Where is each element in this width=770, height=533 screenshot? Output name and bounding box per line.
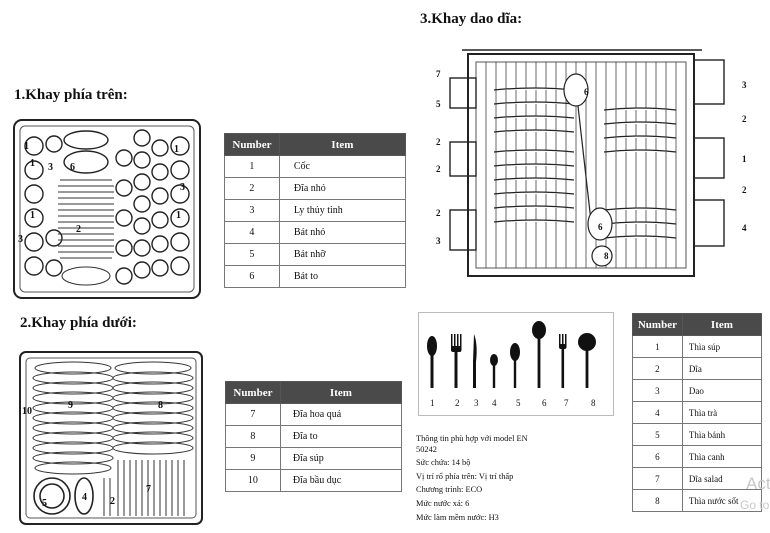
upper-label: 1 [24, 141, 29, 152]
cutlery-label: 6 [598, 222, 603, 232]
lower-label: 8 [158, 400, 163, 411]
upper-label: 1 [174, 144, 179, 155]
table-header: Number [224, 133, 280, 156]
upper-label: 2 [76, 224, 81, 235]
cutlery-number: 1 [430, 398, 435, 408]
activation-watermark-line2: Go to [740, 498, 770, 512]
info-line: Sức chứa: 14 bộ [416, 458, 471, 468]
cutlery-number: 3 [474, 398, 479, 408]
upper-label: 1 [176, 210, 181, 221]
upper-label: 3 [48, 162, 53, 173]
cutlery-label: 5 [436, 99, 441, 109]
lower-label: 7 [146, 484, 151, 495]
cutlery-number: 6 [542, 398, 547, 408]
cutlery-number: 8 [591, 398, 596, 408]
cutlery-label: 3 [436, 236, 441, 246]
cutlery-label: 2 [742, 114, 747, 124]
lower-rack-title: 2.Khay phía dưới: [20, 315, 137, 331]
cutlery-label: 2 [436, 208, 441, 218]
cutlery-number: 5 [516, 398, 521, 408]
info-line: 50242 [416, 444, 437, 454]
table-header: Number [225, 381, 281, 404]
table-header: Item [278, 133, 407, 156]
cutlery-label: 6 [584, 87, 589, 97]
info-line: Thông tin phù hợp với model EN [416, 434, 528, 443]
cutlery-label: 2 [742, 185, 747, 195]
table-header: Number [632, 313, 683, 336]
cutlery-label: 7 [436, 69, 441, 79]
upper-label: 1 [30, 210, 35, 221]
lower-label: 9 [68, 400, 73, 411]
info-line: Mức làm mềm nước: H3 [416, 512, 499, 522]
cutlery-items-figure [418, 312, 614, 416]
info-line: Vị trí rổ phía trên: Vị trí thấp [416, 471, 514, 481]
info-line: Chương trình: ECO [416, 485, 483, 495]
cutlery-label: 8 [604, 251, 609, 261]
lower-label: 4 [82, 492, 87, 503]
cutlery-number: 4 [492, 398, 497, 408]
cutlery-number: 7 [564, 398, 569, 408]
upper-rack-diagram: 1 1 3 6 1 2 1 3 1 3 [13, 119, 201, 299]
lower-rack-diagram: 10 9 8 5 4 2 7 [19, 351, 203, 525]
upper-label: 1 [30, 158, 35, 169]
lower-label: 5 [42, 498, 47, 509]
cutlery-rack-diagram: 7 5 2 2 2 3 6 6 8 3 2 1 2 4 [436, 49, 747, 277]
upper-label: 3 [180, 182, 185, 193]
cutlery-label: 1 [742, 154, 747, 164]
cutlery-label: 2 [436, 137, 441, 147]
cutlery-rack-title: 3.Khay dao dĩa: [420, 11, 523, 27]
table-header: Item [681, 313, 763, 336]
lower-label: 10 [22, 406, 32, 417]
cutlery-label: 2 [436, 164, 441, 174]
upper-label: 6 [70, 162, 75, 173]
cutlery-number: 2 [455, 398, 460, 408]
cutlery-label: 4 [742, 223, 747, 233]
upper-label: 3 [18, 234, 23, 245]
activation-watermark-line1: Acti [746, 474, 770, 493]
table-header: Item [279, 381, 403, 404]
upper-rack-title: 1.Khay phía trên: [14, 87, 128, 103]
lower-label: 2 [110, 496, 115, 507]
info-line: Mức nước xả: 6 [416, 498, 470, 508]
model-info: Thông tin phù hợp với model EN 50242 Sức… [416, 432, 606, 524]
cutlery-label: 3 [742, 80, 747, 90]
